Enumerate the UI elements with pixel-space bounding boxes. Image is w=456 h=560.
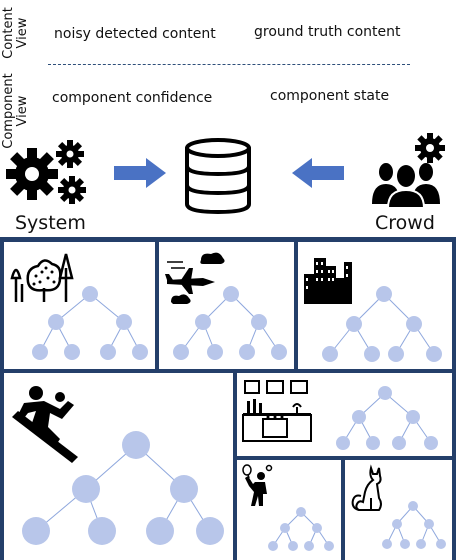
tree-node (376, 286, 392, 302)
tree-node (364, 346, 380, 362)
tree-node (424, 519, 434, 529)
tree-node (416, 539, 426, 549)
tree-node (336, 436, 350, 450)
tree-node (312, 523, 322, 533)
panel-tennis (237, 460, 341, 560)
tree-node (196, 517, 224, 545)
tree-node (72, 475, 100, 503)
tree-node (426, 346, 442, 362)
panel-cat (345, 460, 452, 560)
tree-node (64, 344, 80, 360)
panel-snowboard (4, 373, 233, 560)
tree-node (32, 344, 48, 360)
snowboarder-icon (12, 386, 78, 463)
city-icon (304, 258, 352, 304)
tree-node (88, 517, 116, 545)
tree-node (116, 314, 132, 330)
tree-node (173, 344, 189, 360)
tree-node (304, 541, 314, 551)
tree-node (207, 344, 223, 360)
tree-node (366, 436, 380, 450)
tree-node (239, 344, 255, 360)
tree-graph (32, 286, 148, 360)
tree-node (82, 286, 98, 302)
tree-node (436, 539, 446, 549)
system-label: System (15, 212, 86, 234)
tree-node (392, 436, 406, 450)
tree-node (392, 519, 402, 529)
tree-graph (173, 286, 287, 360)
tree-node (100, 344, 116, 360)
tree-node (146, 517, 174, 545)
database-icon (185, 138, 251, 214)
tree-node (288, 541, 298, 551)
panel-airport (159, 242, 294, 369)
gears-icon (6, 140, 86, 204)
tree-node (408, 501, 418, 511)
ground-truth-content-text: ground truth content (254, 24, 401, 40)
arrow-right-icon (114, 158, 166, 188)
tree-graph (322, 286, 442, 362)
component-confidence-text: component confidence (52, 90, 213, 106)
tree-node (346, 316, 362, 332)
tree-node (22, 517, 50, 545)
tree-node (382, 539, 392, 549)
tree-node (280, 523, 290, 533)
tree-node (251, 314, 267, 330)
tree-node (322, 346, 338, 362)
tree-node (406, 316, 422, 332)
component-state-text: component state (270, 88, 390, 104)
cat-icon (351, 464, 382, 511)
tree-node (195, 314, 211, 330)
tree-node (122, 431, 150, 459)
airplane-icon (165, 252, 225, 304)
tennis-player-icon (242, 464, 273, 506)
view-divider (48, 64, 410, 65)
content-view-label: Content View (1, 7, 30, 59)
tree-node (296, 507, 306, 517)
panel-city (298, 242, 452, 369)
panel-forest (4, 242, 155, 369)
tree-node (170, 475, 198, 503)
noisy-detected-content-text: noisy detected content (54, 26, 216, 42)
tree-node (424, 436, 438, 450)
tree-node (400, 539, 410, 549)
tree-node (406, 410, 420, 424)
tree-node (132, 344, 148, 360)
tree-graph (336, 386, 438, 450)
arrow-left-icon (292, 158, 344, 188)
tree-node (388, 346, 404, 362)
tree-node (223, 286, 239, 302)
crowd-icon (372, 133, 445, 209)
trees-icon (10, 253, 74, 302)
tree-graph (268, 507, 334, 551)
tree-graph (22, 431, 224, 545)
kitchen-icon (242, 380, 312, 442)
tree-node (271, 344, 287, 360)
tree-node (48, 314, 64, 330)
tree-node (268, 541, 278, 551)
crowd-label: Crowd (375, 212, 435, 234)
panel-kitchen (237, 373, 452, 456)
tree-node (324, 541, 334, 551)
tree-node (378, 386, 392, 400)
tree-graph (382, 501, 446, 549)
tree-node (352, 410, 366, 424)
